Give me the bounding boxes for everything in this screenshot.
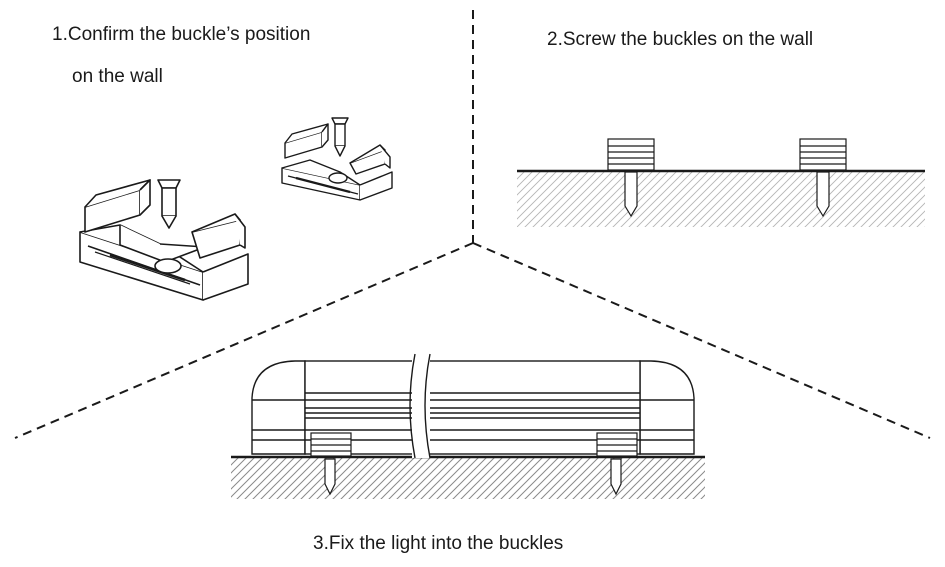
- step3-instruction: 3.Fix the light into the buckles: [313, 533, 564, 554]
- divider-right-diagonal: [472, 242, 931, 439]
- panel3-light-fixture: [251, 353, 695, 459]
- panel2-wall: [517, 169, 925, 227]
- step2-instruction: 2.Screw the buckles on the wall: [547, 29, 814, 50]
- panel3-buckle-right: [596, 432, 638, 496]
- step1-instruction-line1: 1.Confirm the buckle’s position: [52, 24, 311, 45]
- divider-left-diagonal: [14, 242, 474, 439]
- step1-instruction-line2: on the wall: [72, 66, 163, 87]
- panel1-large-buckle: [79, 179, 249, 301]
- panel3-wall: [231, 455, 705, 499]
- panel3-buckle-left: [310, 432, 352, 496]
- panel2-buckle-left: [607, 138, 655, 218]
- panel1-small-buckle: [281, 117, 393, 201]
- panel-dividers: [14, 10, 931, 439]
- panel2-buckle-right: [799, 138, 847, 218]
